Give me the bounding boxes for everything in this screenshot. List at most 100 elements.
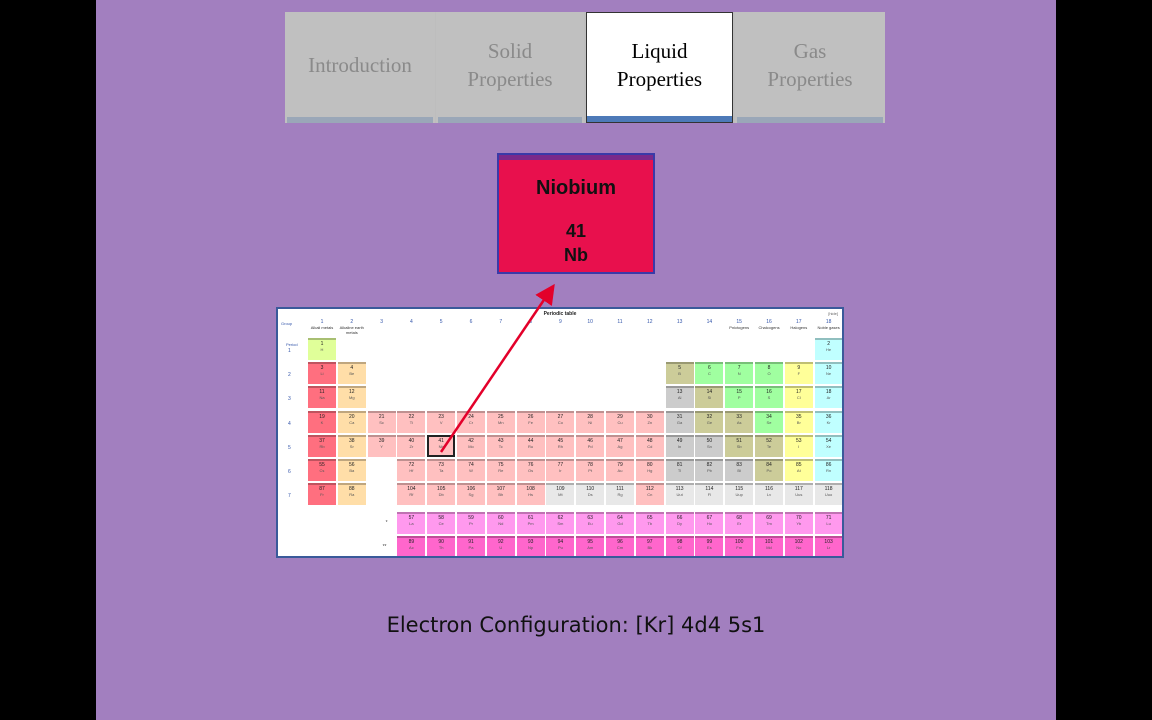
element-name: Niobium (536, 177, 616, 199)
tab-liquid-properties[interactable]: Liquid Properties (586, 12, 733, 123)
group-number-8: 8 (529, 319, 532, 325)
tab-gas-properties[interactable]: Gas Properties (735, 12, 885, 123)
period-number-1: 1 (288, 348, 291, 354)
group-number-6: 6 (469, 319, 473, 325)
lanthanide-marker: * (385, 520, 388, 526)
periodic-table-hide-link[interactable]: [hide] (828, 311, 838, 316)
group-number-9: 9 (559, 319, 562, 325)
group-number-7: 7 (499, 319, 503, 325)
tab-gas-properties-label: Gas Properties (767, 38, 853, 91)
group-name-1: Alkali metals (310, 325, 334, 330)
period-number-7: 7 (288, 493, 291, 500)
period-number-2: 2 (288, 372, 291, 379)
tab-liquid-properties-underline (587, 116, 732, 122)
group-name-16: Chalcogens (758, 325, 780, 330)
tab-introduction[interactable]: Introduction (285, 12, 435, 123)
group-number-2: 2 (350, 319, 354, 325)
actinide-marker: ** (382, 544, 387, 550)
group-name-18: Noble gases (817, 325, 840, 330)
tab-solid-properties-label: Solid Properties (467, 38, 553, 91)
group-number-15: 15 (736, 319, 742, 325)
group-number-5: 5 (439, 319, 443, 325)
period-label: Period (286, 342, 298, 347)
tab-solid-properties-underline (438, 117, 582, 123)
tab-solid-properties[interactable]: Solid Properties (436, 12, 584, 123)
tab-introduction-label: Introduction (308, 52, 412, 77)
group-number-13: 13 (676, 319, 683, 325)
group-number-3: 3 (380, 319, 383, 325)
group-number-16: 16 (766, 319, 772, 325)
